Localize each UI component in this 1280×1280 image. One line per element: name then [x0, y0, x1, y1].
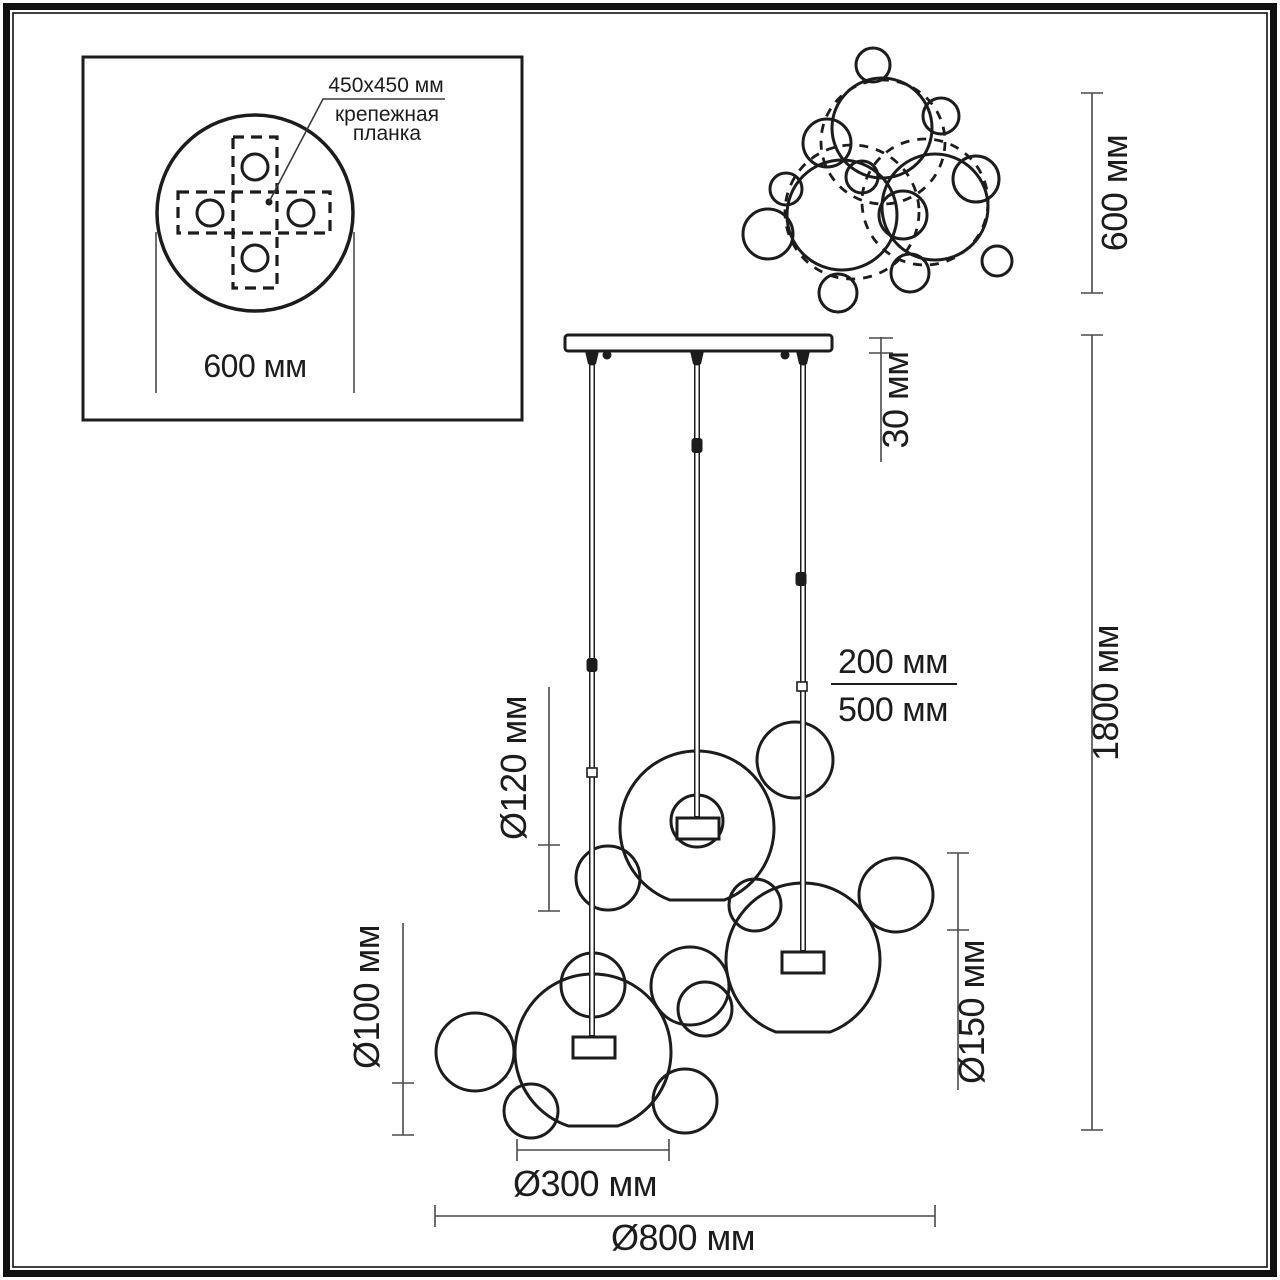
wire-length-top-label: 200 мм — [838, 643, 948, 681]
sphere-300-left — [513, 972, 673, 1128]
dim-d100: Ø100 мм — [346, 923, 414, 1136]
dim-d800: Ø800 мм — [434, 1205, 936, 1258]
ceiling-plate — [563, 333, 834, 366]
page-frame — [3, 3, 1277, 1277]
bubble-d120-label: Ø120 мм — [493, 696, 534, 840]
dim-wire-200-500: 200 мм 500 мм — [831, 643, 957, 729]
led-modules — [571, 816, 826, 1060]
sphere-d300-label: Ø300 мм — [513, 1163, 657, 1204]
suspension-wires — [589, 351, 806, 1037]
bubble — [676, 980, 734, 1038]
canopy-diameter-label: 600 мм — [203, 348, 306, 384]
bubble-d100-label: Ø100 мм — [346, 925, 387, 1069]
overall-width-label: Ø800 мм — [611, 1217, 755, 1258]
bubble-d120 — [574, 844, 642, 912]
front-view: 30 мм 1800 мм 200 мм 500 мм Ø120 мм Ø100… — [346, 333, 1126, 1258]
top-view-small-bubbles — [741, 46, 1014, 314]
bubble — [649, 945, 731, 1027]
dim-canopy-600: 600 мм — [155, 232, 355, 393]
bubble-d150-label: Ø150 мм — [951, 940, 992, 1084]
canopy-inset: 450x450 мм крепежная планка 600 мм — [81, 55, 524, 422]
bubble — [727, 877, 783, 933]
bubble-d100 — [502, 1082, 560, 1140]
plate-thickness-label: 30 мм — [875, 351, 916, 448]
dim-d120: Ø120 мм — [493, 687, 560, 912]
top-view-height-label: 600 мм — [1094, 135, 1135, 252]
dim-total-1800: 1800 мм — [1081, 334, 1126, 1131]
leader-line — [268, 98, 445, 203]
cord-connectors — [586, 438, 808, 778]
plate-name-line2: планка — [353, 122, 422, 145]
mounting-plate-dashed-cross — [176, 135, 332, 290]
overall-height-label: 1800 мм — [1085, 625, 1126, 761]
dim-plate-30: 30 мм — [869, 337, 916, 462]
sphere-300-middle — [618, 749, 776, 902]
bubble — [434, 1011, 516, 1093]
dim-d150: Ø150 мм — [947, 852, 992, 1090]
plate-name-line1: крепежная — [335, 103, 439, 126]
glass-bubbles — [434, 720, 935, 1140]
wire-length-bottom-label: 500 мм — [838, 691, 948, 729]
dim-topview-600: 600 мм — [1081, 92, 1135, 294]
bubble-d150 — [857, 856, 935, 934]
canopy-circle — [155, 113, 355, 313]
bubble — [755, 720, 835, 800]
bubble-cluster-top-view: 600 мм — [741, 46, 1135, 314]
bubble — [651, 1067, 719, 1135]
mounting-holes — [195, 152, 316, 273]
dim-d300: Ø300 мм — [513, 1139, 670, 1204]
plate-size-label: 450x450 мм — [328, 74, 443, 97]
